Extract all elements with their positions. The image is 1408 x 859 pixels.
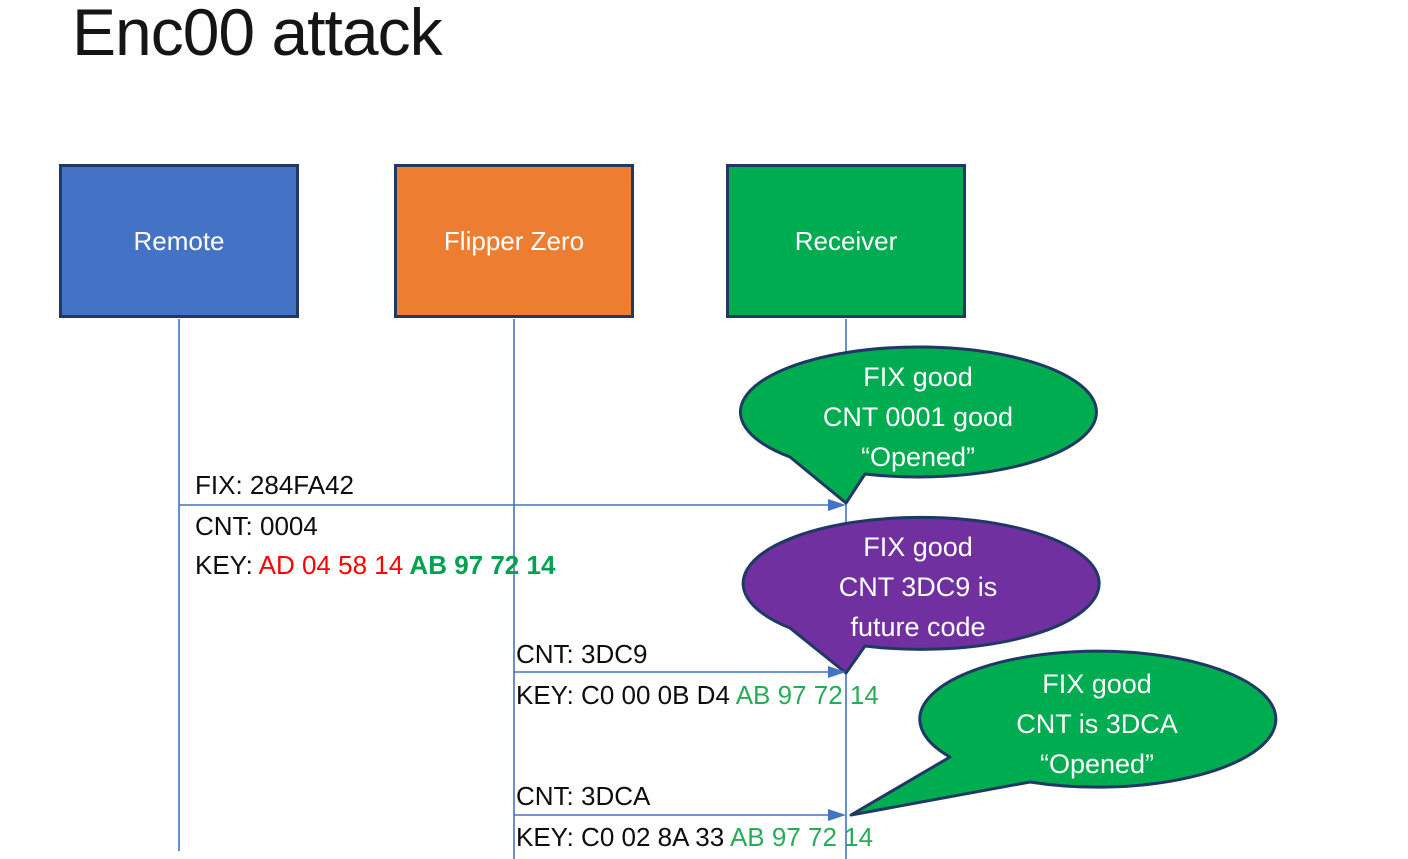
message-1-key-label: KEY: AD 04 58 14 AB 97 72 14 [195,550,555,581]
callout-3-text: FIX good CNT is 3DCA “Opened” [932,664,1262,784]
callout-2-line-3: future code [850,612,986,642]
actor-box-receiver: Receiver [726,164,966,318]
callout-2-line-2: CNT 3DC9 is [838,572,998,602]
message-3-key-prefix: KEY: C0 02 8A 33 [516,822,725,852]
callout-3-line-3: “Opened” [1039,749,1155,779]
message-1-key-rolling-bytes: AD 04 58 14 [252,550,404,580]
callout-2-bubble [741,515,1101,675]
message-3-key-label: KEY: C0 02 8A 33 AB 97 72 14 [516,822,873,853]
callout-1-line-2: CNT 0001 good [822,402,1014,432]
arrowhead-message-3 [828,809,846,821]
message-2-key-label: KEY: C0 00 0B D4 AB 97 72 14 [516,680,879,711]
slide-title: Enc00 attack [72,0,443,69]
callout-3-line-2: CNT is 3DCA [1016,709,1178,739]
callout-1-line-3: “Opened” [860,442,976,472]
actor-label-remote: Remote [133,225,225,256]
message-1-key-fixed-bytes: AB 97 72 14 [403,550,556,580]
message-2-key-fixed-bytes: AB 97 72 14 [729,680,879,710]
callout-2-line-1: FIX good [863,532,973,562]
message-2-cnt-label: CNT: 3DC9 [516,639,648,669]
callout-1-bubble [738,345,1098,505]
message-1-fix-label: FIX: 284FA42 [195,470,354,500]
callout-3-bubble [849,649,1278,817]
callout-1-text: FIX good CNT 0001 good “Opened” [753,357,1083,477]
message-1-key-prefix: KEY: [195,550,253,580]
message-3-cnt-label: CNT: 3DCA [516,781,651,811]
actor-box-remote: Remote [59,164,299,318]
callout-2-text: FIX good CNT 3DC9 is future code [753,527,1083,647]
callout-1-line-1: FIX good [863,362,973,392]
callout-3-line-1: FIX good [1042,669,1152,699]
actor-box-flipper-zero: Flipper Zero [394,164,634,318]
actor-label-receiver: Receiver [794,225,898,256]
message-2-key-prefix: KEY: C0 00 0B D4 [516,680,730,710]
arrowhead-message-1 [828,499,846,511]
message-3-key-fixed-bytes: AB 97 72 14 [724,822,874,852]
actor-label-flipper-zero: Flipper Zero [443,225,585,256]
message-1-cnt-label: CNT: 0004 [195,511,318,541]
arrowhead-message-2 [828,666,846,678]
